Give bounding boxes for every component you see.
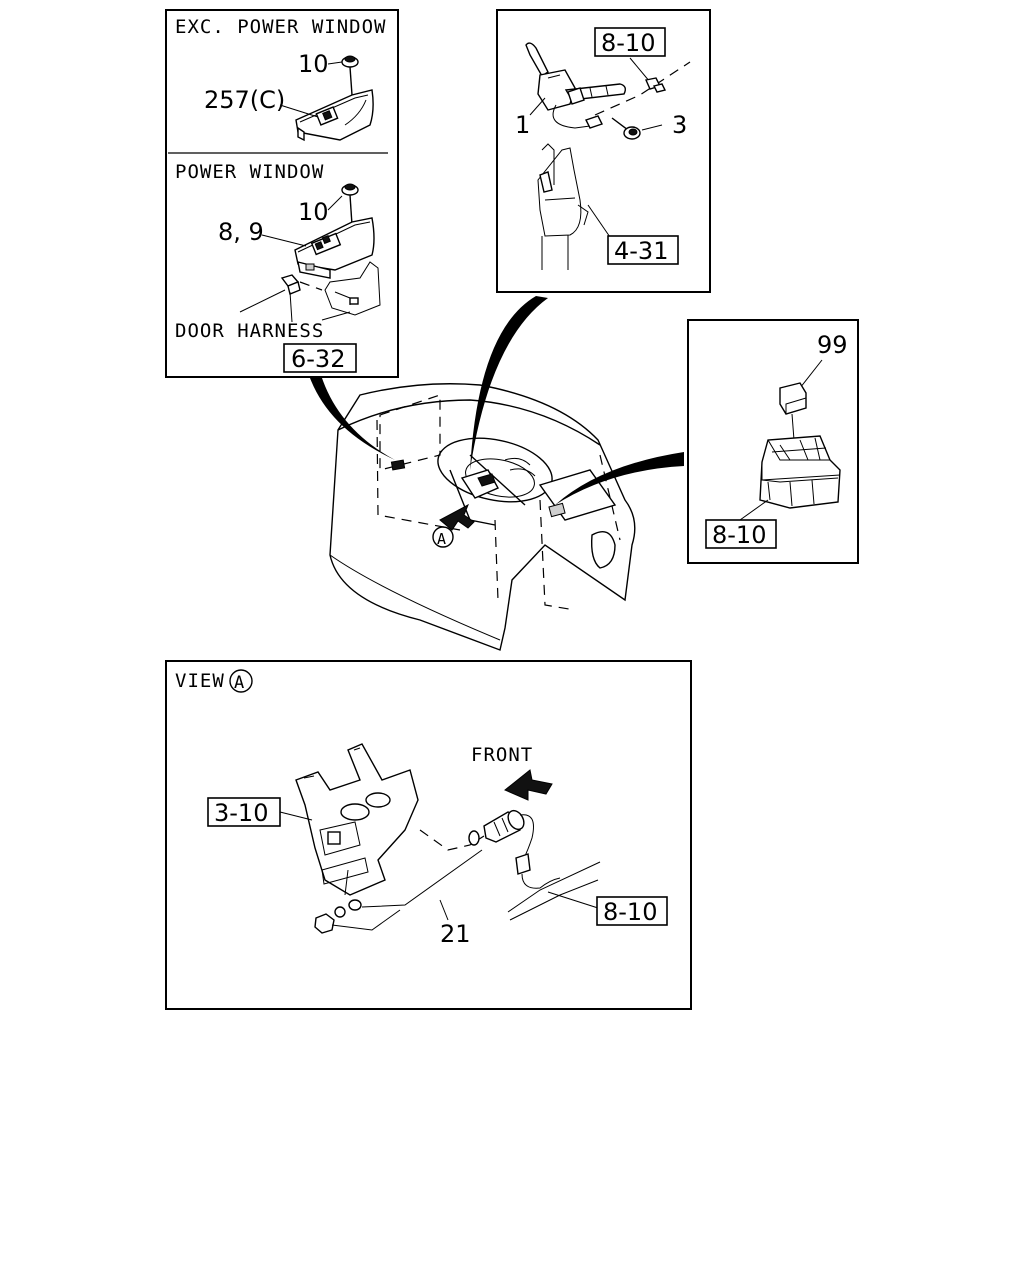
harness-connector-icon (280, 274, 301, 295)
ref-bracket: 3-10 (214, 799, 268, 827)
panel-relay: 99 8-10 (687, 319, 859, 564)
view-letter: A (234, 673, 244, 693)
ref-box-relay-block (705, 519, 777, 549)
nut-icon (314, 913, 335, 934)
ref-relay-block: 8-10 (712, 521, 766, 549)
window-switch-exc-icon (295, 89, 374, 142)
view-a-marker: A (432, 526, 454, 548)
label-combination-switch: 1 (515, 111, 530, 139)
heading-power-window: POWER WINDOW (175, 161, 324, 183)
label-door-harness: DOOR HARNESS (175, 320, 324, 342)
label-screw-3: 3 (672, 111, 687, 139)
panel-view-a-frame (165, 660, 692, 1010)
ref-box-bracket (207, 797, 281, 827)
ref-box-column (607, 235, 679, 265)
label-switch-pw: 8, 9 (218, 218, 264, 246)
screw-icon (341, 183, 359, 226)
washer-icon (468, 830, 480, 846)
panel-view-a: VIEW A FRONT 3-10 (165, 660, 692, 1010)
label-relay: 99 (817, 331, 848, 359)
ref-door: 6-32 (291, 345, 345, 373)
ref-box-door (283, 343, 357, 373)
leader-combination-switch (470, 296, 548, 470)
label-sensor: 21 (440, 920, 471, 948)
sensor-icon (483, 809, 561, 889)
door-bracket-icon (324, 261, 381, 316)
relay-block-icon (759, 435, 841, 509)
heading-view: VIEW (175, 670, 225, 692)
washer-icon (334, 906, 346, 918)
relay-icon (779, 382, 807, 441)
panel-window-switch-frame (165, 9, 399, 378)
ref-box-harness (594, 27, 666, 57)
view-letter-circle (229, 669, 253, 693)
label-screw-top: 10 (298, 50, 329, 78)
steering-column-icon (537, 143, 589, 270)
bracket-icon (295, 743, 419, 896)
ref-box-harness-view (596, 896, 668, 926)
view-a-marker-letter: A (437, 530, 446, 548)
label-screw-bottom: 10 (298, 198, 329, 226)
ref-harness-upper: 8-10 (601, 29, 655, 57)
panel-combination-switch: 8-10 1 3 (496, 9, 711, 293)
panel-window-switch: EXC. POWER WINDOW POWER WINDOW 10 257(C) (165, 9, 399, 378)
combination-switch-icon (525, 42, 627, 129)
ref-harness-view: 8-10 (603, 898, 657, 926)
dashboard-illustration (329, 383, 636, 651)
window-switch-master-icon (294, 217, 375, 279)
label-switch-exc: 257(C) (204, 86, 285, 114)
leader-relay (555, 452, 684, 505)
front-arrow-icon (504, 769, 553, 801)
ref-column: 4-31 (614, 237, 668, 265)
screw-icon (611, 117, 641, 140)
label-front: FRONT (471, 744, 533, 766)
leader-window-switch (310, 378, 395, 460)
washer-icon (348, 899, 362, 911)
heading-exc-power-window: EXC. POWER WINDOW (175, 16, 386, 38)
